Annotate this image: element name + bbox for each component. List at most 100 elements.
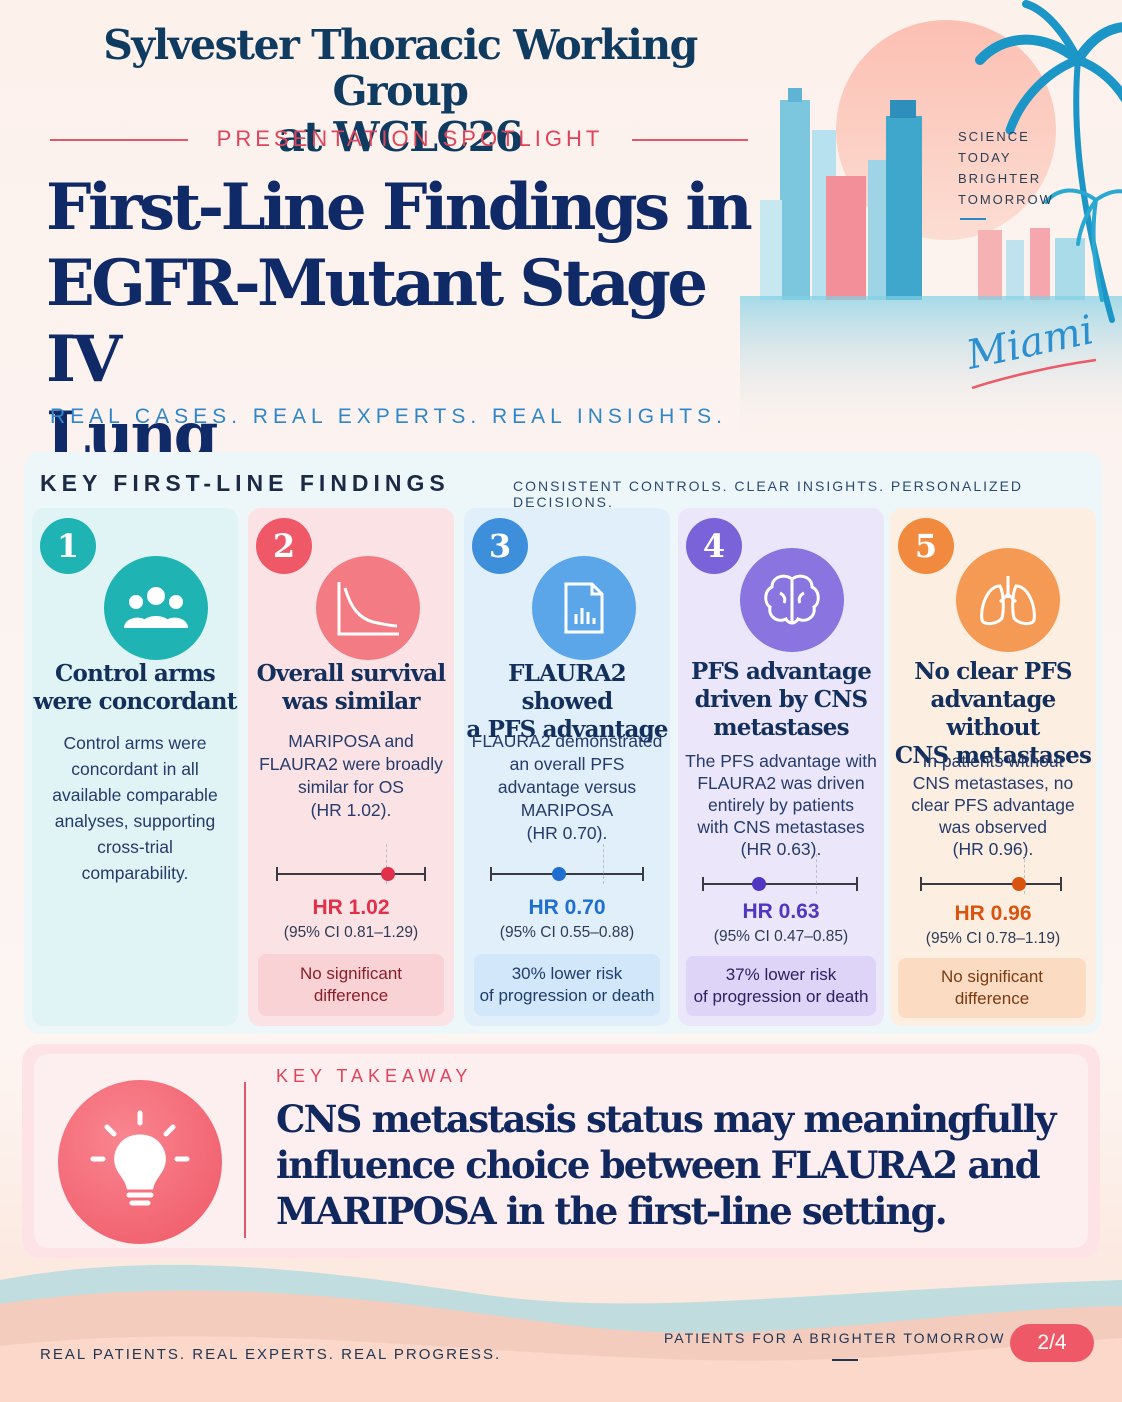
forest-reference-line [385,844,388,884]
group-title-line2: at WCLC26 [278,113,523,161]
body-line: an overall PFS [509,754,625,774]
takeaway-text: CNS metastasis status may meaningfully i… [276,1096,1076,1234]
heading-line: advantage without [930,686,1056,741]
body-line: entirely by patients [708,795,854,815]
lightbulb-icon [58,1080,222,1244]
forest-cap [1060,877,1062,891]
forest-plot-4 [702,854,858,894]
takeaway-divider [244,1082,246,1238]
spotlight-label: PRESENTATION SPOTLIGHT [216,126,604,151]
miami-skyline-illustration [740,0,1122,436]
forest-axis [702,883,858,885]
forest-plot-2 [276,844,426,884]
takeaway-line1: CNS metastasis status may meaningfully [276,1097,1056,1141]
title-line2: EGFR-Mutant Stage IV [46,246,708,397]
forest-cap [920,877,922,891]
forest-point [751,877,766,891]
body-line: comparability. [81,863,189,883]
heading-line: Control arms [55,660,216,687]
verdict-line: difference [313,986,389,1005]
heading-line: driven by CNS [694,686,868,713]
footer-motto: PATIENTS FOR A BRIGHTER TOMORROW [664,1330,1006,1346]
hr-value-4: HR 0.63 [742,900,820,923]
verdict-badge-5: No significant difference [898,958,1086,1018]
skyline-buildings [760,88,1085,300]
small-palm-icon [1044,188,1122,302]
heading-line: No clear PFS [914,658,1072,685]
forest-plot-5 [920,854,1062,894]
ci-value-2: (95% CI 0.81–1.29) [283,924,419,941]
findings-title: KEY FIRST-LINE FINDINGS [40,470,450,496]
ci-value-3: (95% CI 0.55–0.88) [499,924,635,941]
verdict-line: No significant [940,967,1044,986]
verdict-line: of progression or death [479,986,655,1005]
footer-waves [0,1264,1122,1402]
finding-heading-5: No clear PFS advantage without CNS metas… [890,658,1096,770]
survival-curve-icon [316,556,420,660]
lungs-icon [956,548,1060,652]
hr-value-3: HR 0.70 [528,896,606,919]
forest-axis [490,873,644,875]
forest-cap [424,867,426,881]
verdict-line: 30% lower risk [511,964,623,983]
science-today-brighter-tomorrow: SCIENCE TODAY BRIGHTER TOMORROW [958,126,1054,210]
body-line: (HR 1.02). [310,800,392,820]
forest-cap [642,867,644,881]
body-line: (HR 0.70). [526,823,608,843]
report-icon [532,556,636,660]
forest-reference-line [1023,854,1026,894]
page-indicator: 2/4 [1010,1324,1094,1362]
takeaway-line2: influence choice between FLAURA2 and [276,1143,1041,1187]
body-line: available comparable [52,785,218,805]
spotlight-rule-left [50,139,188,141]
finding-body-5: In patients without CNS metastases, no c… [890,750,1096,860]
forest-cap [856,877,858,891]
forest-point [1012,877,1027,891]
body-line: FLAURA2 were broadly [259,754,443,774]
finding-card-3: 3 FLAURA2 showed a PFS advantage FLAURA2… [464,508,670,1026]
miami-underline [971,358,1097,390]
finding-card-1: 1 Control arms were concordant Control a… [32,508,238,1026]
body-line: cross-trial [97,837,173,857]
tagline: REAL CASES. REAL EXPERTS. REAL INSIGHTS. [50,405,727,428]
forest-reference-line [816,854,818,894]
title-line1: First-Line Findings in [46,170,753,245]
finding-number-3: 3 [472,518,528,574]
body-line: clear PFS advantage [911,795,1075,815]
finding-heading-3: FLAURA2 showed a PFS advantage [464,660,670,744]
heading-line: PFS advantage [690,658,872,685]
forest-cap [276,867,278,881]
finding-heading-4: PFS advantage driven by CNS metastases [678,658,884,742]
verdict-line: difference [954,989,1030,1008]
science-line-3: BRIGHTER [958,171,1042,186]
people-icon [104,556,208,660]
verdict-line: No significant [299,964,403,983]
forest-cap [702,877,704,891]
forest-point [381,867,396,881]
palm-tree-icon [975,0,1122,323]
verdict-badge-2: No significant difference [258,954,444,1016]
takeaway-label: KEY TAKEAWAY [276,1066,473,1086]
finding-heading-1: Control arms were concordant [32,660,238,716]
finding-number-2: 2 [256,518,312,574]
body-line: advantage versus [497,777,637,797]
finding-body-4: The PFS advantage with FLAURA2 was drive… [678,750,884,860]
verdict-line: 37% lower risk [725,965,837,984]
forest-reference-line [602,844,605,884]
body-line: FLAURA2 demonstrated [471,731,663,751]
body-line: MARIPOSA [520,800,614,820]
science-line-1: SCIENCE [958,129,1030,144]
brain-icon [740,548,844,652]
heading-line: CNS metastases [894,742,1092,769]
body-line: (HR 0.63). [740,839,822,859]
body-line: CNS metastases, no [912,773,1074,793]
body-line: FLAURA2 was driven [697,773,865,793]
verdict-badge-4: 37% lower risk of progression or death [686,956,876,1016]
heading-line: metastases [713,714,849,741]
verdict-line: of progression or death [693,987,869,1006]
body-line: was observed [939,817,1047,837]
forest-plot-3 [490,844,644,884]
group-title-line1: Sylvester Thoracic Working Group [103,21,698,115]
science-line-2: TODAY [958,150,1012,165]
finding-body-1: Control arms were concordant in all avai… [32,730,238,886]
